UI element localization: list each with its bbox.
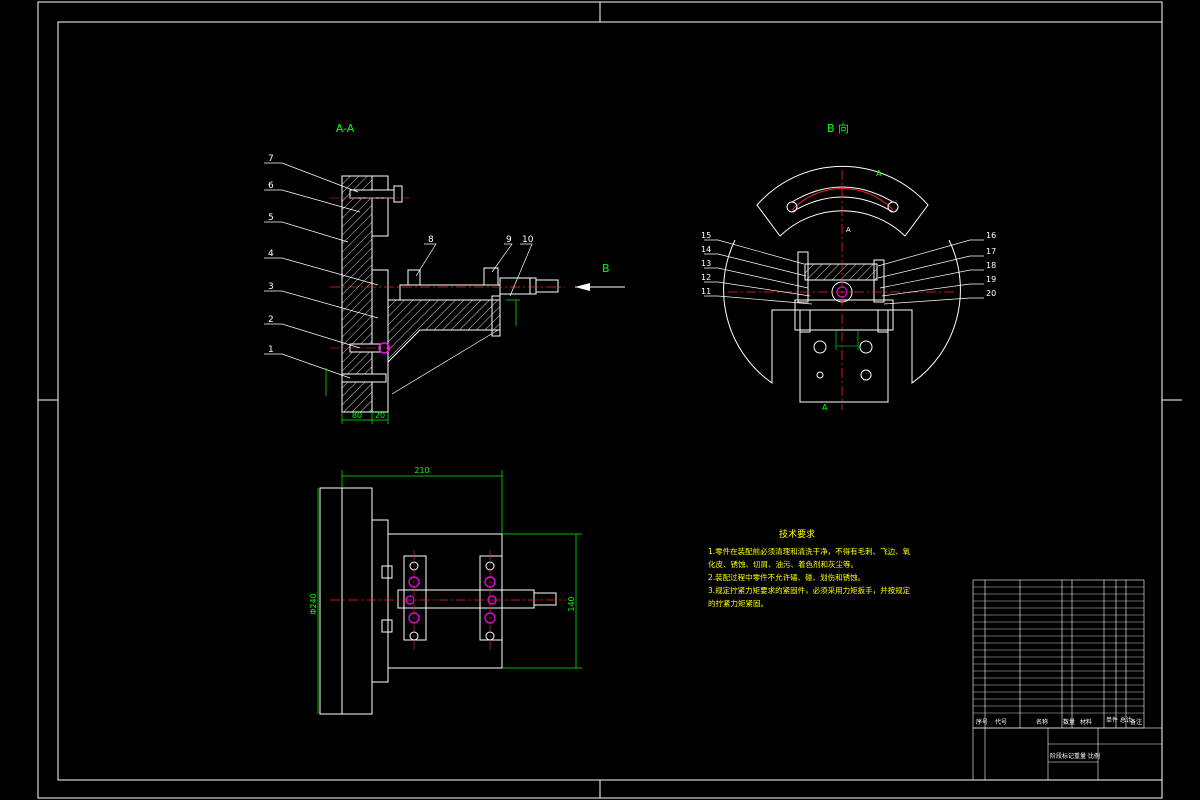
section-view-a-a: A-A xyxy=(264,122,625,424)
part-number-15: 15 xyxy=(701,231,711,240)
tech-req-line-4: 3.规定拧紧力矩要求的紧固件，必须采用力矩扳手，并按规定 xyxy=(708,585,911,595)
part-number-7: 7 xyxy=(268,154,274,164)
part-number-9: 9 xyxy=(506,235,512,245)
dimension-plan-width: 210 xyxy=(414,466,429,475)
section-marker-mid: A xyxy=(846,226,851,234)
part-number-18: 18 xyxy=(986,261,996,270)
part-number-17: 17 xyxy=(986,247,996,256)
bom-header-qty: 数量 xyxy=(1063,718,1075,726)
sheet-border xyxy=(37,1,1182,799)
dimension-plan-height-left: Φ240 xyxy=(309,593,318,615)
bom-header-remarks: 备注 xyxy=(1130,718,1142,726)
title-block-scale: 比例 xyxy=(1088,752,1100,760)
part-number-5: 5 xyxy=(268,213,274,223)
part-number-14: 14 xyxy=(701,245,711,254)
part-number-6: 6 xyxy=(268,181,274,191)
dimension-plan-height-right: 140 xyxy=(567,596,576,611)
part-number-19: 19 xyxy=(986,275,996,284)
title-block: 序号 代号 名称 数量 材料 单件 总计 备注 阶段标记 重量 比例 xyxy=(972,579,1163,781)
part-number-16: 16 xyxy=(986,231,996,240)
dimension-80: 80 xyxy=(352,411,362,420)
section-marker-bottom: A xyxy=(822,403,828,412)
view-b: B 向 A A A xyxy=(701,121,996,412)
part-number-11: 11 xyxy=(701,287,711,296)
bom-header-index: 序号 xyxy=(976,718,988,726)
tech-req-line-2: 化皮、锈蚀、切屑、油污、着色剂和灰尘等。 xyxy=(708,559,858,569)
view-b-title: B 向 xyxy=(827,121,849,135)
part-number-3: 3 xyxy=(268,282,274,292)
title-block-weight: 重量 xyxy=(1074,752,1086,760)
part-number-20: 20 xyxy=(986,289,996,298)
tech-req-line-3: 2.装配过程中零件不允许磕、碰、划伤和锈蚀。 xyxy=(708,572,865,582)
part-number-12: 12 xyxy=(701,273,711,282)
part-number-10: 10 xyxy=(522,235,534,245)
section-marker-top: A xyxy=(876,169,882,178)
dimension-20: 20 xyxy=(375,411,385,420)
part-number-13: 13 xyxy=(701,259,711,268)
technical-requirements: 技术要求 1.零件在装配前必须清理和清洗干净，不得有毛刺、飞边、氧 化皮、锈蚀、… xyxy=(708,528,911,608)
bom-header-code: 代号 xyxy=(995,718,1007,726)
tech-req-line-5: 的拧紧力矩紧固。 xyxy=(708,598,768,608)
tech-req-title: 技术要求 xyxy=(779,528,815,540)
plan-view: 210 Φ240 140 xyxy=(309,466,582,715)
bom-header-material: 材料 xyxy=(1080,718,1092,726)
part-number-1: 1 xyxy=(268,345,274,355)
part-number-2: 2 xyxy=(268,315,274,325)
part-number-8: 8 xyxy=(428,235,434,245)
title-block-stage: 阶段标记 xyxy=(1050,752,1074,760)
view-direction-arrow-label: B xyxy=(602,262,610,275)
section-title: A-A xyxy=(336,122,355,135)
tech-req-line-1: 1.零件在装配前必须清理和清洗干净，不得有毛刺、飞边、氧 xyxy=(708,546,911,556)
bom-header-weight: 单件 总计 xyxy=(1106,716,1132,724)
bom-header-name: 名称 xyxy=(1036,718,1048,726)
part-number-4: 4 xyxy=(268,249,274,259)
